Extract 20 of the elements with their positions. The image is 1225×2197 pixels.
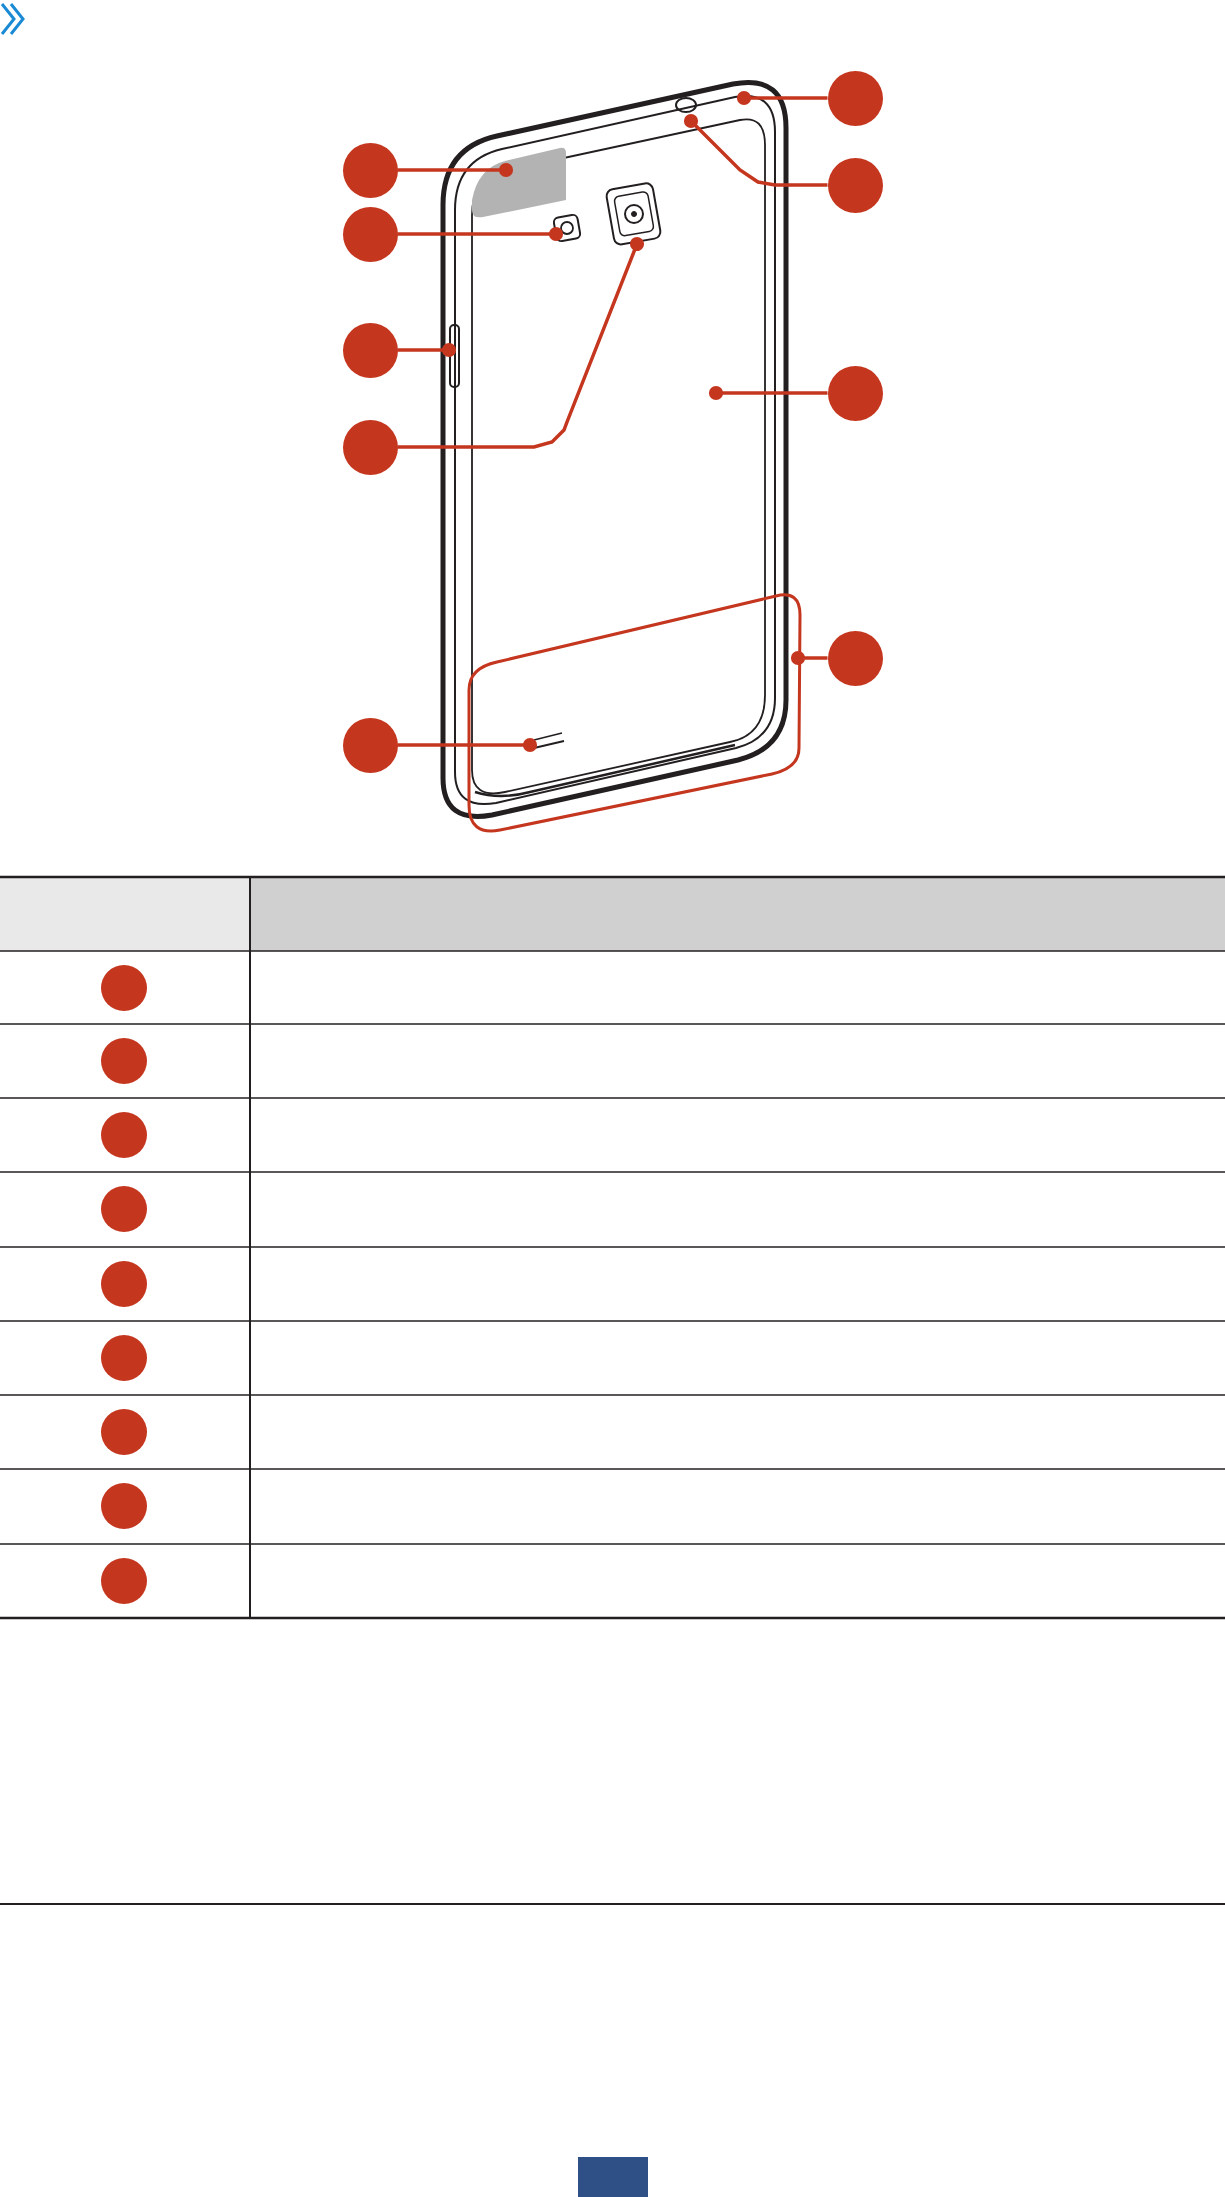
leader-line	[397, 162, 514, 178]
callout-marker	[101, 1261, 147, 1307]
leader-line	[683, 113, 828, 187]
phone-back-drawing	[440, 79, 789, 819]
callout-marker	[101, 965, 147, 1011]
leader-line	[397, 737, 538, 753]
callout-marker	[101, 1483, 147, 1529]
callout-marker	[101, 1038, 147, 1084]
leader-line	[708, 385, 828, 401]
callout-marker	[101, 1409, 147, 1455]
leader-line	[397, 226, 564, 242]
leader-line	[736, 90, 828, 106]
leader-line	[397, 236, 645, 449]
callout-marker	[101, 1335, 147, 1381]
leader-line	[790, 650, 828, 666]
leader-line	[397, 342, 457, 358]
callout-marker	[101, 1112, 147, 1158]
highlight-outline	[467, 593, 802, 833]
callout-marker	[101, 1558, 147, 1604]
callout-marker	[101, 1186, 147, 1232]
